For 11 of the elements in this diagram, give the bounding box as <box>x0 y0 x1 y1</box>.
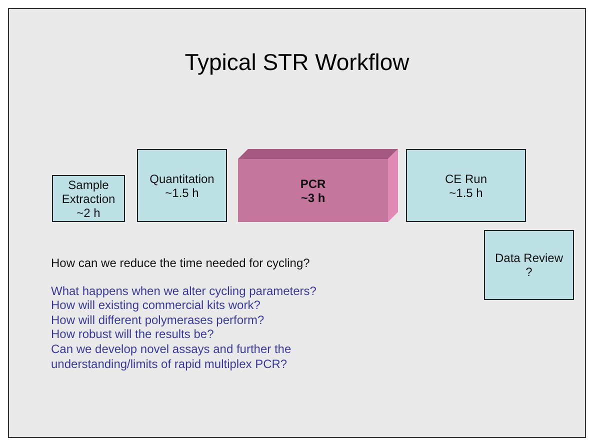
research-question: Can we develop novel assays and further the understanding/limits of rapid multiplex PCR? <box>51 342 292 371</box>
process-box: Sample Extraction ~2 h <box>52 175 125 222</box>
research-question: How will different polymerases perform? <box>51 313 264 328</box>
process-box: Data Review ? <box>484 230 574 300</box>
process-box: Quantitation ~1.5 h <box>137 149 227 222</box>
process-box: CE Run ~1.5 h <box>406 149 526 222</box>
research-question: How robust will the results be? <box>51 327 214 342</box>
question-text: How can we reduce the time needed for cycling? <box>51 256 310 270</box>
research-question: How will existing commercial kits work? <box>51 298 260 312</box>
slide-title: Typical STR Workflow <box>184 49 410 76</box>
research-question: What happens when we alter cycling parameters? <box>51 284 316 298</box>
